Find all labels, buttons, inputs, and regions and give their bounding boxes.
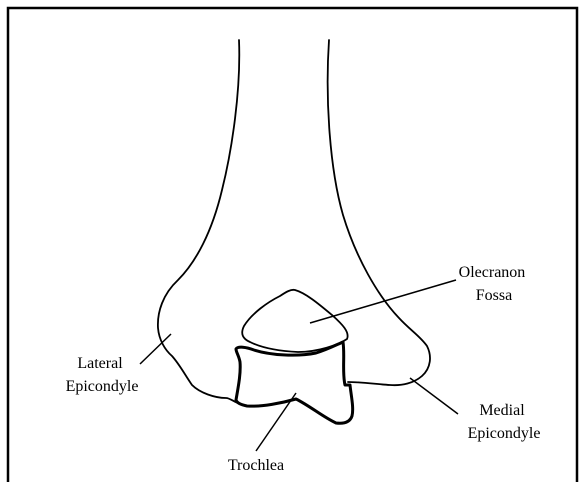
lateral-epicondyle-label-line-2: Epicondyle: [66, 378, 139, 395]
olecranon-fossa-outline: [242, 290, 347, 352]
medial-epicondyle-label-line-2: Epicondyle: [468, 425, 541, 442]
olecranon-fossa-label: Olecranon Fossa: [459, 264, 530, 304]
trochlea-label: Trochlea: [228, 457, 284, 474]
medial-epicondyle-label-line-1: Medial: [479, 402, 525, 419]
lateral-epicondyle-label-line-1: Lateral: [77, 355, 123, 372]
medial-epicondyle-leader-line: [410, 378, 458, 414]
lateral-epicondyle-label: Lateral Epicondyle: [66, 355, 139, 395]
medial-epicondyle-label: Medial Epicondyle: [468, 402, 541, 442]
olecranon-fossa-label-line-1: Olecranon: [459, 264, 526, 281]
humerus-shaft-left-outline: [158, 40, 240, 404]
olecranon-fossa-leader-line: [310, 280, 456, 323]
trochlea-outline: [236, 342, 353, 423]
olecranon-fossa-label-line-2: Fossa: [476, 287, 512, 304]
